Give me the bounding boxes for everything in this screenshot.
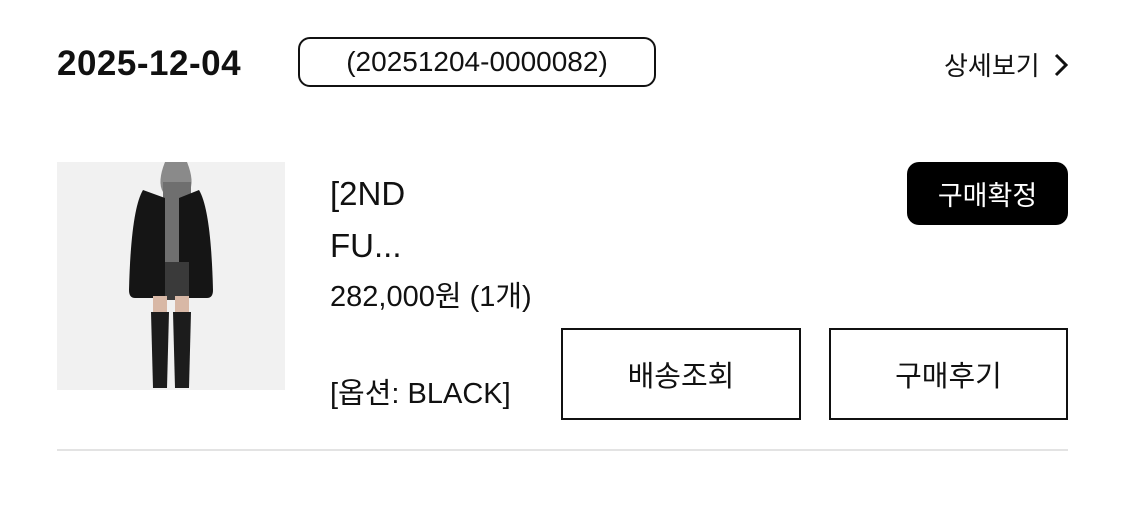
chevron-right-icon <box>1054 53 1068 76</box>
write-review-button[interactable]: 구매후기 <box>829 328 1068 420</box>
track-delivery-button[interactable]: 배송조회 <box>561 328 801 420</box>
product-option: [옵션: BLACK] <box>330 378 511 410</box>
order-number-badge: (20251204-0000082) <box>298 37 656 87</box>
order-detail-link[interactable]: 상세보기 <box>944 46 1070 83</box>
product-name[interactable]: [2ND FU... <box>330 175 406 264</box>
order-date: 2025-12-04 <box>57 44 242 83</box>
product-image <box>57 162 285 390</box>
product-thumbnail[interactable] <box>57 162 285 390</box>
product-price: 282,000원 (1개) <box>330 281 532 313</box>
confirm-purchase-button[interactable]: 구매확정 <box>907 162 1068 225</box>
divider <box>57 449 1068 451</box>
order-number: (20251204-0000082) <box>346 46 608 77</box>
order-detail-label: 상세보기 <box>944 51 1040 81</box>
